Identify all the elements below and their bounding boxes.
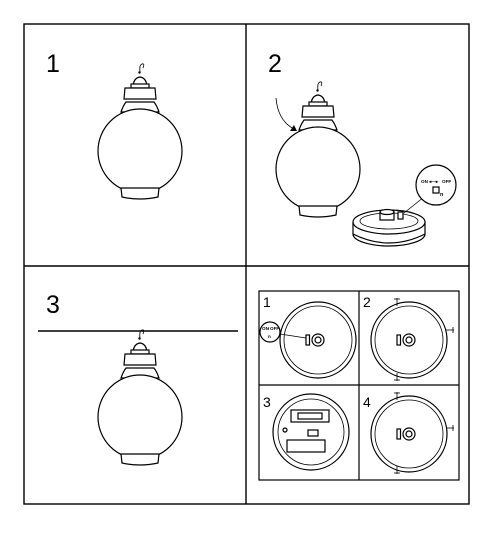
svg-text:·: · xyxy=(268,326,270,331)
subpanel-3: 3 xyxy=(263,393,350,471)
svg-text:ON: ON xyxy=(262,326,270,331)
panel-2: 2 ON ◂—▸ OFF n xyxy=(268,50,457,247)
battery-compartment xyxy=(272,393,350,471)
screw-icon xyxy=(394,392,454,474)
switch-on-label: ON xyxy=(421,179,429,184)
sub-step-number: 4 xyxy=(363,394,371,410)
step-number: 2 xyxy=(268,50,282,78)
panel-1: 1 xyxy=(46,50,183,200)
lantern-illustration xyxy=(275,81,361,218)
svg-text:n: n xyxy=(268,334,271,339)
step-number: 3 xyxy=(46,291,60,319)
panel-4: 1 ON · OFF n 2 3 xyxy=(258,290,460,481)
panel-3: 3 xyxy=(38,291,238,466)
subpanel-1: 1 ON · OFF n xyxy=(259,294,357,379)
subpanel-2: 2 xyxy=(363,294,454,381)
lantern-illustration xyxy=(97,63,183,200)
switch-off-label: OFF xyxy=(442,179,451,184)
twist-arrow-icon xyxy=(275,97,297,131)
screw-icon xyxy=(394,298,454,381)
battery-base xyxy=(352,208,426,247)
switch-callout: ON ◂—▸ OFF n xyxy=(403,164,457,214)
sub-step-number: 2 xyxy=(363,294,371,310)
lantern-illustration xyxy=(97,329,183,466)
grid-frame xyxy=(23,23,470,505)
sub-step-number: 1 xyxy=(263,294,271,310)
lens-mark: n xyxy=(440,192,444,198)
sub-step-number: 3 xyxy=(263,394,271,410)
subpanel-4: 4 xyxy=(363,392,454,474)
step-number: 1 xyxy=(46,50,60,78)
svg-text:◂—▸: ◂—▸ xyxy=(428,179,439,184)
svg-text:OFF: OFF xyxy=(270,326,279,331)
